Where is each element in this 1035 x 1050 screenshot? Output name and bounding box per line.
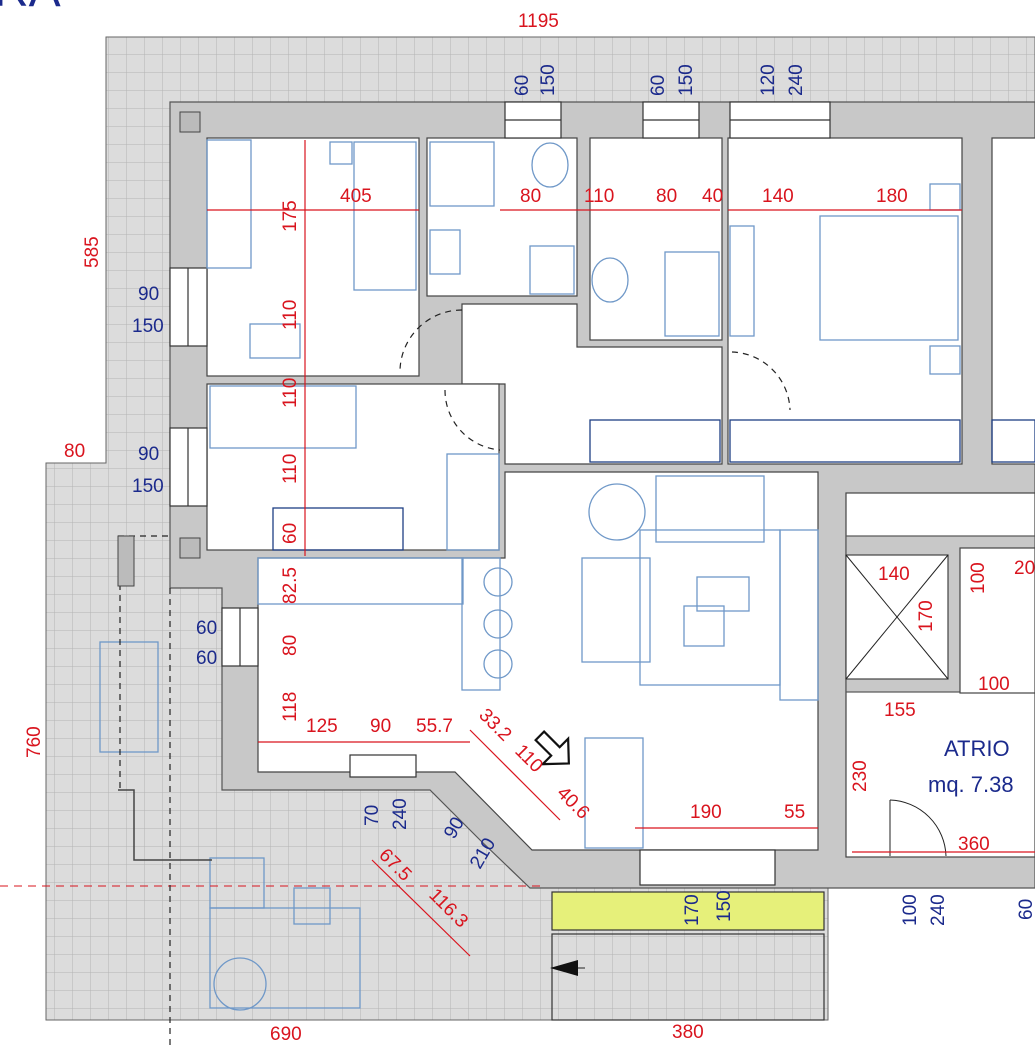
atrio-label: ATRIO: [944, 736, 1010, 761]
dim-100a: 100: [968, 562, 989, 594]
dim-585: 585: [82, 236, 103, 268]
dim-55: 55: [784, 802, 805, 823]
dim-80b: 80: [520, 186, 541, 207]
win-150b: 150: [676, 64, 697, 96]
win-90b: 90: [138, 444, 159, 465]
dim-55-7: 55.7: [416, 716, 453, 737]
master-bedroom: [727, 137, 963, 465]
pointer-cursor-icon: [534, 730, 570, 766]
dim-405: 405: [340, 186, 372, 207]
dim-170: 170: [916, 600, 937, 632]
doors: [399, 309, 947, 857]
dim-110a: 110: [280, 300, 301, 330]
dim-100b: 100: [978, 674, 1010, 695]
dim-760: 760: [24, 726, 45, 758]
dim-140b: 140: [878, 564, 910, 585]
dim-90: 90: [370, 716, 391, 737]
staircase: [551, 933, 825, 1021]
win-60d: 60: [196, 648, 217, 669]
dim-360: 360: [958, 834, 990, 855]
dim-155: 155: [884, 700, 916, 721]
bathroom-1: [426, 137, 578, 297]
stair-highlight: [551, 891, 825, 931]
dim-125: 125: [306, 716, 338, 737]
win-60a: 60: [512, 75, 533, 96]
win-60e: 60: [1016, 899, 1035, 920]
win-90a: 90: [138, 284, 159, 305]
win-150d: 150: [132, 476, 164, 497]
dim-230: 230: [850, 760, 871, 792]
dim-82-5: 82.5: [280, 567, 301, 604]
dim-380: 380: [672, 1022, 704, 1043]
bedroom-2: [206, 383, 500, 551]
dim-1195: 1195: [518, 11, 559, 32]
dimension-lines: [207, 140, 1035, 957]
win-150e: 150: [714, 890, 735, 922]
dim-60: 60: [280, 523, 301, 544]
stair-landing: [959, 547, 1035, 694]
dim-180: 180: [876, 186, 908, 207]
win-70: 70: [362, 805, 383, 826]
win-240c: 240: [928, 894, 949, 926]
bedroom-right: [991, 137, 1035, 465]
atrio-area-label: mq. 7.38: [928, 772, 1014, 797]
dim-190: 190: [690, 802, 722, 823]
dim-118: 118: [280, 692, 301, 722]
win-120: 120: [758, 64, 779, 96]
dim-80d: 80: [280, 635, 301, 656]
dim-110b: 110: [280, 378, 301, 408]
dim-690: 690: [270, 1024, 302, 1045]
furniture: [99, 139, 1035, 1011]
bathroom-2: [589, 137, 723, 341]
bedroom-1: [206, 137, 420, 377]
red-dimension-labels: 1195 585 80 760 690 380 405 175 110 110 …: [24, 11, 1035, 1045]
win-100: 100: [900, 894, 921, 926]
title-fragment: RA: [0, 0, 61, 17]
stair-arrow-icon: [550, 960, 578, 976]
win-170: 170: [682, 894, 703, 926]
dim-140: 140: [762, 186, 794, 207]
dim-110d: 110: [584, 186, 614, 207]
win-150c: 150: [132, 316, 164, 337]
win-60c: 60: [196, 618, 217, 639]
window-frames: [169, 101, 831, 886]
win-240a: 240: [786, 64, 807, 96]
dim-80: 80: [64, 441, 85, 462]
dim-110c: 110: [280, 454, 301, 484]
dim-40: 40: [702, 186, 723, 207]
dim-20: 20: [1014, 558, 1035, 579]
win-240b: 240: [390, 798, 411, 830]
dim-80c: 80: [656, 186, 677, 207]
win-150a: 150: [538, 64, 559, 96]
dim-175: 175: [280, 200, 301, 232]
win-60b: 60: [648, 75, 669, 96]
